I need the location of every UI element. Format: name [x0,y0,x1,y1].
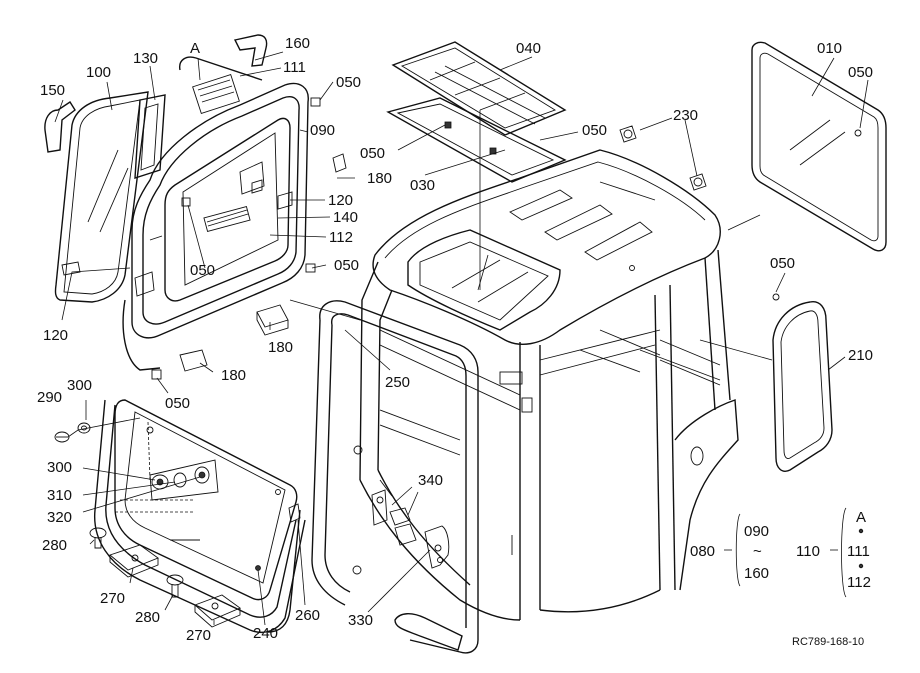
legend-110-parent: 110 [796,543,820,560]
callout-010: 010 [817,40,842,57]
window-frame-090 [122,34,321,380]
callout-040: 040 [516,40,541,57]
callout-340: 340 [418,472,443,489]
rear-window-010 [751,41,887,252]
callout-a-marker: A [190,40,200,57]
callout-050-g: 050 [165,395,190,412]
seal-pads-180 [179,153,347,372]
legend-110-last: 112 [847,574,871,591]
callout-050-b: 050 [848,64,873,81]
callout-280-b: 280 [135,609,160,626]
callout-090: 090 [310,122,335,139]
callout-050-c: 050 [582,122,607,139]
side-window-210 [772,293,833,472]
callout-250: 250 [385,374,410,391]
callout-300-a: 300 [67,377,92,394]
legend-080-parent: 080 [690,543,715,560]
door-frame-250 [311,300,479,654]
callout-180-a: 180 [367,170,392,187]
hinges-340-330 [371,489,450,569]
callout-180-c: 180 [221,367,246,384]
callout-112: 112 [329,229,353,246]
latch-hardware [54,417,219,541]
callout-120-b: 120 [43,327,68,344]
callout-270-a: 270 [100,590,125,607]
callout-150: 150 [40,82,65,99]
callout-330: 330 [348,612,373,629]
callout-100: 100 [86,64,111,81]
callout-140: 140 [333,209,358,226]
callout-320: 320 [47,509,72,526]
callout-050-f: 050 [334,257,359,274]
callout-260: 260 [295,607,320,624]
callout-210: 210 [848,347,873,364]
leader-lines [54,51,869,626]
callout-160: 160 [285,35,310,52]
callout-310: 310 [47,487,72,504]
cab-frame [352,149,739,621]
legend-080-from: 090 [744,523,769,540]
drawing-code: RC789-168-10 [792,636,864,648]
callout-180-b: 180 [268,339,293,356]
bolts-230 [619,125,707,191]
legend-110-first: 111 [847,543,870,560]
roof-panels [386,41,567,290]
callout-050-d: 050 [360,145,385,162]
callout-111: 111 [283,59,306,76]
callout-280-a: 280 [42,537,67,554]
left-window-100 [44,91,149,303]
legend-110-marker: A [856,509,866,526]
callout-300-b: 300 [47,459,72,476]
legend-080-tilde: ~ [753,543,762,560]
legend-group-080: 080 090 ~ 160 [690,513,769,587]
callout-120-a: 120 [328,192,353,209]
callout-230: 230 [673,107,698,124]
lower-window-240 [94,399,306,634]
callout-270-b: 270 [186,627,211,644]
slide-stoppers [89,527,241,628]
callout-130: 130 [133,50,158,67]
callout-290: 290 [37,389,62,406]
legend-group-110: 110 A 111 112 [796,507,871,598]
legend-080-to: 160 [744,565,769,582]
callout-labels: 150 100 130 A 160 111 050 090 040 010 05… [37,35,873,644]
callout-240: 240 [253,625,278,642]
callout-050-h: 050 [770,255,795,272]
callout-030: 030 [410,177,435,194]
callout-050-a: 050 [336,74,361,91]
callout-050-e: 050 [190,262,215,279]
